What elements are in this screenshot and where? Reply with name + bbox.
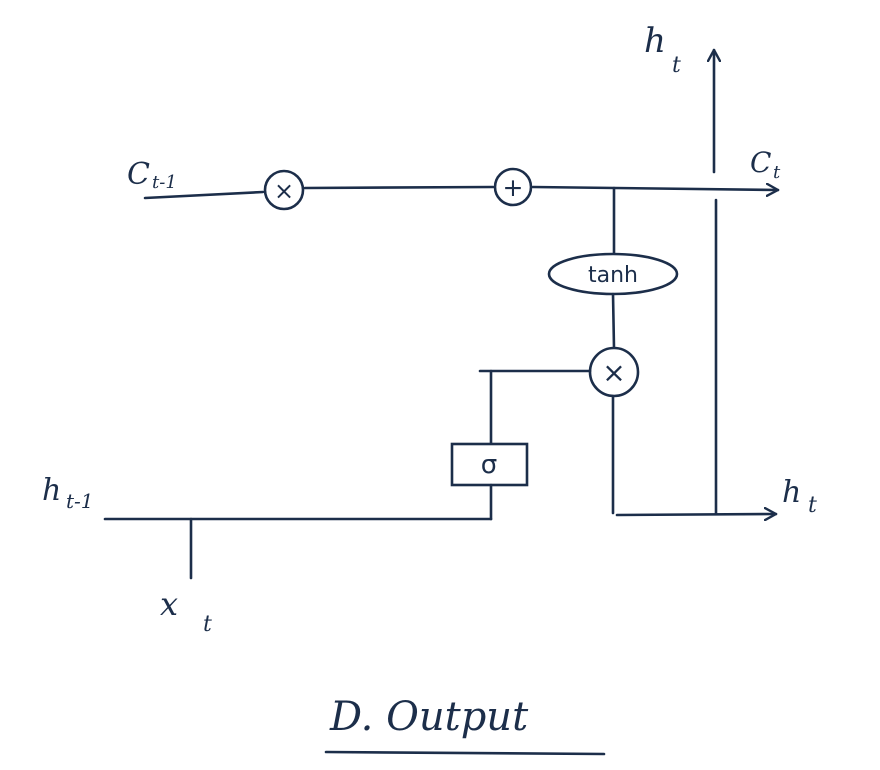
add-node: +: [493, 167, 533, 207]
svg-text:t: t: [808, 493, 817, 518]
svg-text:h: h: [42, 473, 61, 508]
tanh-label: tanh: [588, 263, 638, 288]
cell-state-input-line: [143, 190, 265, 200]
label-h-out-right: h t: [782, 475, 817, 518]
svg-text:C: C: [127, 157, 150, 192]
diagram-title: D. Output: [324, 694, 606, 756]
svg-text:t-1: t-1: [152, 172, 177, 193]
add-symbol: +: [503, 173, 524, 202]
forget-multiply-symbol: ×: [274, 177, 294, 205]
sigma-gate-box: σ: [450, 442, 529, 487]
svg-text:t: t: [773, 162, 781, 183]
svg-text:C: C: [750, 146, 771, 179]
output-multiply-symbol: ×: [602, 356, 625, 389]
sigma-symbol: σ: [481, 450, 497, 480]
svg-text:t-1: t-1: [66, 489, 94, 513]
output-multiply-node: ×: [588, 346, 640, 398]
cell-state-output-line: [531, 187, 780, 190]
hidden-output-line: [615, 514, 778, 515]
svg-text:t: t: [203, 612, 212, 637]
label-c-out: C t: [750, 146, 781, 183]
title-text: D. Output: [329, 694, 529, 740]
tanh-node: tanh: [547, 252, 679, 296]
label-c-prev: C t-1: [127, 157, 177, 193]
title-underline: [324, 750, 606, 756]
svg-text:t: t: [672, 53, 681, 78]
cell-state-mid-line: [303, 185, 495, 190]
label-h-out-top: h t: [644, 21, 681, 78]
svg-text:h: h: [782, 475, 801, 510]
label-h-prev: h t-1: [42, 473, 94, 513]
forget-multiply-node: ×: [263, 169, 305, 211]
sigma-to-multiply-line: [478, 369, 493, 446]
tanh-to-multiply-line: [611, 292, 616, 350]
svg-text:x: x: [160, 585, 178, 623]
label-x-in: x t: [160, 585, 212, 637]
svg-text:h: h: [644, 21, 666, 61]
